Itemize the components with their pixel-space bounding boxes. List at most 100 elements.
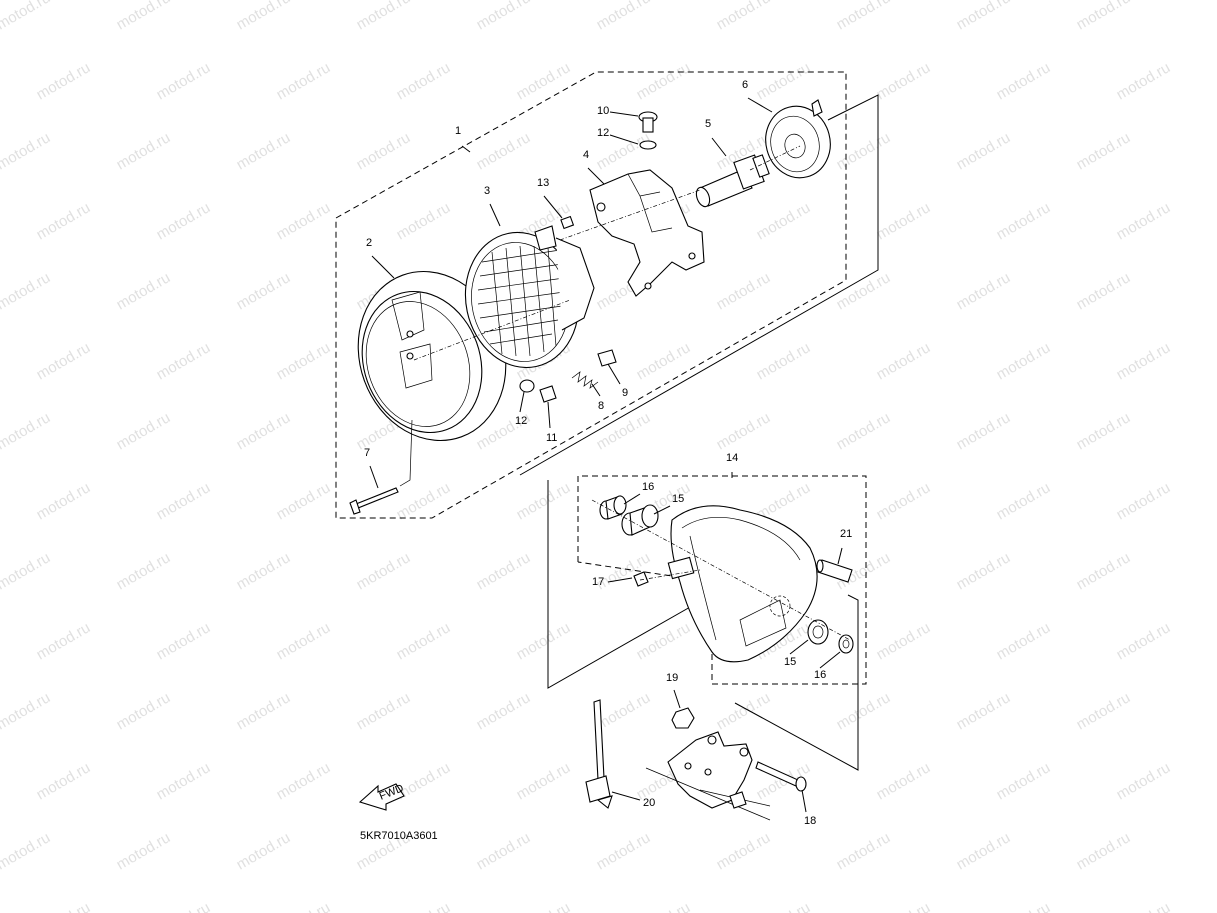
callout-14: 14 — [726, 452, 738, 464]
watermark-text: motod.ru — [834, 269, 894, 313]
watermark-text: motod.ru — [1074, 129, 1134, 173]
leader-line — [461, 145, 471, 153]
watermark-text: motod.ru — [1074, 689, 1134, 733]
watermark-text: motod.ru — [954, 829, 1014, 873]
callout-9: 9 — [622, 387, 628, 399]
callout-13: 13 — [537, 177, 549, 189]
leader-line — [611, 791, 641, 801]
watermark-text: motod.ru — [834, 0, 894, 33]
callout-18: 18 — [804, 815, 816, 827]
watermark-text: motod.ru — [874, 899, 934, 913]
leader-line — [587, 167, 605, 185]
watermark-text: motod.ru — [1114, 199, 1174, 243]
callout-1: 1 — [455, 125, 461, 137]
watermark-text: motod.ru — [1074, 829, 1134, 873]
watermark-text: motod.ru — [594, 0, 654, 33]
callout-4: 4 — [583, 149, 589, 161]
watermark-text: motod.ru — [114, 0, 174, 33]
watermark-text: motod.ru — [274, 59, 334, 103]
watermark-text: motod.ru — [274, 899, 334, 913]
leader-line — [369, 465, 379, 489]
watermark-text: motod.ru — [234, 0, 294, 33]
watermark-text: motod.ru — [354, 129, 414, 173]
callout-20: 20 — [643, 797, 655, 809]
part-bulb — [695, 154, 770, 208]
part-7-bolt — [349, 419, 413, 515]
watermark-text: motod.ru — [114, 129, 174, 173]
watermark-text: motod.ru — [874, 619, 934, 663]
watermark-text: motod.ru — [234, 269, 294, 313]
watermark-text: motod.ru — [954, 549, 1014, 593]
leader-line — [489, 203, 501, 227]
watermark-text: motod.ru — [354, 0, 414, 33]
watermark-text: motod.ru — [874, 759, 934, 803]
leader-line — [837, 547, 843, 565]
diagram-code: 5KR7010A3601 — [360, 830, 438, 842]
watermark-text: motod.ru — [474, 549, 534, 593]
watermark-text: motod.ru — [354, 549, 414, 593]
callout-19: 19 — [666, 672, 678, 684]
callout-5: 5 — [705, 118, 711, 130]
watermark-text: motod.ru — [594, 829, 654, 873]
watermark-text: motod.ru — [834, 129, 894, 173]
watermark-text: motod.ru — [714, 409, 774, 453]
watermark-text: motod.ru — [874, 59, 934, 103]
watermark-text: motod.ru — [394, 899, 454, 913]
group-14-envelope — [547, 480, 859, 771]
watermark-text: motod.ru — [954, 269, 1014, 313]
watermark-text: motod.ru — [1074, 0, 1134, 33]
watermark-text: motod.ru — [0, 829, 53, 873]
watermark-text: motod.ru — [1114, 59, 1174, 103]
watermark-text: motod.ru — [114, 409, 174, 453]
watermark-text: motod.ru — [514, 479, 574, 523]
part-18-bolt — [755, 761, 807, 792]
watermark-text: motod.ru — [474, 129, 534, 173]
watermark-text: motod.ru — [154, 619, 214, 663]
watermark-text: motod.ru — [874, 479, 934, 523]
watermark-text: motod.ru — [514, 899, 574, 913]
part-mounting-bracket — [645, 731, 771, 821]
watermark-text: motod.ru — [1074, 549, 1134, 593]
watermark-text: motod.ru — [634, 59, 694, 103]
watermark-text: motod.ru — [594, 689, 654, 733]
watermark-text: motod.ru — [0, 409, 53, 453]
part-16-collar-right — [838, 634, 854, 654]
watermark-text: motod.ru — [274, 339, 334, 383]
watermark-text: motod.ru — [1114, 619, 1174, 663]
leader-line — [711, 137, 727, 157]
part-socket-cover — [765, 99, 831, 179]
group-14-outline — [577, 475, 867, 685]
part-8-spring — [571, 371, 599, 389]
watermark-text: motod.ru — [34, 479, 94, 523]
leader-line — [543, 195, 563, 219]
watermark-text: motod.ru — [1114, 759, 1174, 803]
watermark-text: motod.ru — [274, 759, 334, 803]
watermark-text: motod.ru — [0, 269, 53, 313]
part-13-nut — [560, 215, 575, 230]
watermark-text: motod.ru — [514, 619, 574, 663]
callout-3: 3 — [484, 185, 490, 197]
watermark-text: motod.ru — [114, 689, 174, 733]
watermark-text: motod.ru — [354, 689, 414, 733]
watermark-text: motod.ru — [34, 199, 94, 243]
watermark-text: motod.ru — [474, 829, 534, 873]
callout-7: 7 — [364, 447, 370, 459]
callout-12: 12 — [597, 127, 609, 139]
callout-21: 21 — [840, 528, 852, 540]
watermark-text: motod.ru — [114, 829, 174, 873]
watermark-text: motod.ru — [234, 549, 294, 593]
part-17-screw — [633, 571, 649, 587]
leader-line — [609, 134, 639, 145]
watermark-text: motod.ru — [994, 479, 1054, 523]
watermark-text: motod.ru — [874, 199, 934, 243]
watermark-text: motod.ru — [34, 339, 94, 383]
leader-line — [607, 577, 633, 583]
watermark-text: motod.ru — [834, 829, 894, 873]
watermark-text: motod.ru — [834, 409, 894, 453]
watermark-text: motod.ru — [0, 549, 53, 593]
watermark-text: motod.ru — [274, 619, 334, 663]
leader-line — [747, 97, 773, 113]
watermark-text: motod.ru — [714, 0, 774, 33]
